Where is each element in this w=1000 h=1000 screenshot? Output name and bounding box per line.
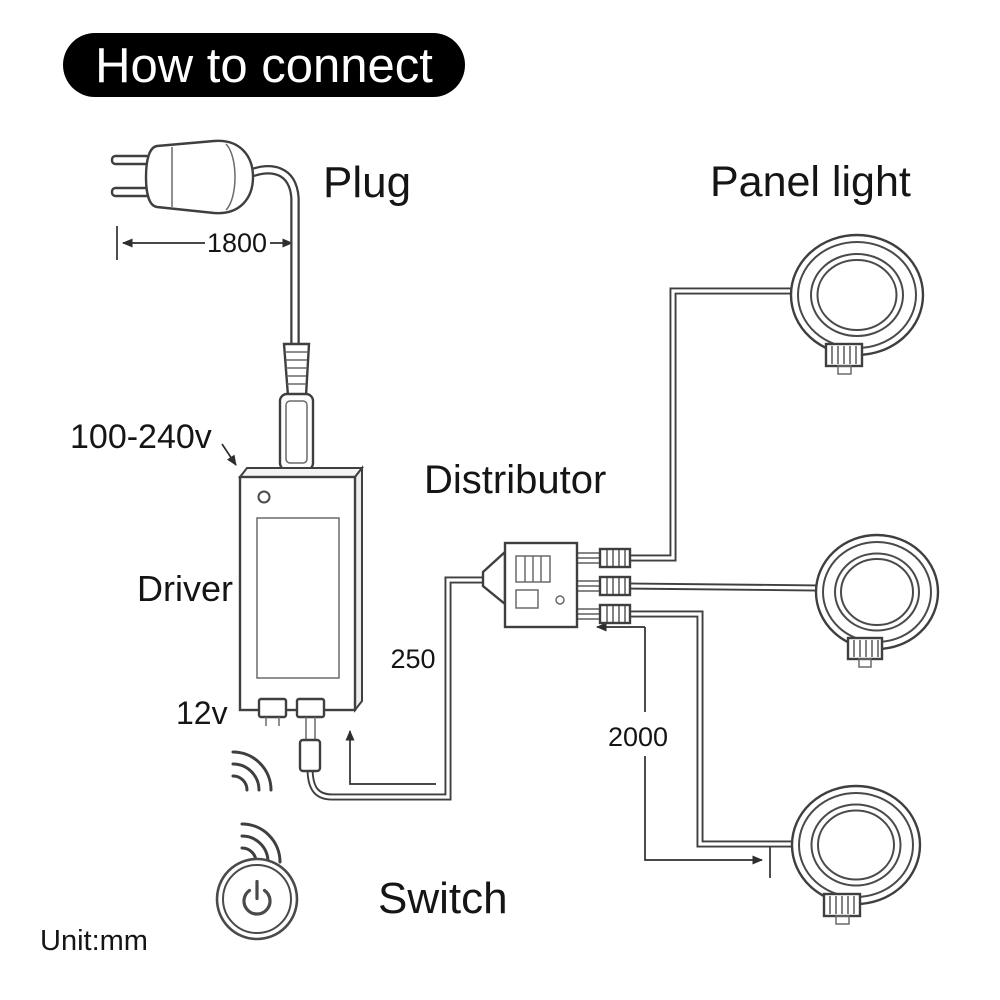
distributor-label: Distributor (424, 458, 606, 502)
dim-2000-line (644, 627, 762, 860)
distributor-output-3 (577, 603, 632, 625)
wire-driver-to-distributor (306, 576, 484, 801)
driver-port-1 (257, 697, 288, 719)
distributor-detail-hatch (524, 556, 542, 582)
driver-box (237, 465, 365, 726)
dimension-2000: 2000 (596, 622, 770, 878)
driver-label-area (256, 517, 340, 679)
driver-top-face (237, 467, 365, 478)
title-banner: How to connect (63, 33, 465, 97)
driver-label: Driver (137, 568, 233, 609)
dim-1800-value: 1800 (207, 228, 267, 258)
switch-inner-ring (222, 864, 292, 934)
plug-body-mold-line (225, 143, 236, 211)
output-voltage-label: 12v (176, 695, 228, 731)
driver-output-connector (298, 717, 322, 773)
dim-250-value: 250 (390, 644, 435, 674)
wire-to-panel-light-1 (628, 287, 793, 562)
dc-connector-inner (285, 400, 308, 464)
dc-connector-body (278, 392, 315, 472)
output-connector-body (298, 738, 322, 773)
distributor-detail-3 (555, 595, 565, 605)
driver-indicator (257, 490, 271, 504)
dim-2000-value: 2000 (608, 722, 668, 752)
dim-250-line (345, 730, 436, 785)
panel-light-2-connector (846, 636, 884, 661)
panel-light-2 (814, 533, 940, 668)
plug-body (144, 139, 255, 215)
dimension-1800: 1800 (116, 226, 293, 260)
wifi-wave-group-2 (240, 822, 282, 864)
driver-port-2 (295, 697, 326, 719)
distributor-output-1 (577, 547, 632, 569)
wifi-wave-group-1 (231, 750, 273, 792)
wire-to-panel-light-3 (628, 610, 794, 848)
input-voltage-label: 100-240v (70, 418, 212, 456)
driver-port-1-pins (265, 717, 280, 726)
panel-light-1 (789, 233, 925, 375)
distributor-detail-2 (515, 589, 539, 609)
power-cord (244, 165, 300, 346)
panel-light-3 (790, 784, 922, 925)
distributor-output-2 (577, 575, 632, 597)
plug-label: Plug (323, 158, 411, 207)
wireless-waves (231, 750, 282, 864)
output-connector-pins (305, 717, 316, 741)
dimension-250: 250 (345, 644, 436, 785)
plug-prong-bottom (110, 186, 152, 198)
switch-label: Switch (378, 874, 508, 923)
distributor-unit (481, 541, 632, 629)
cord-connector (278, 342, 315, 472)
page-title: How to connect (95, 39, 433, 93)
title-pill (63, 33, 465, 97)
power-icon (242, 879, 272, 916)
strain-relief-ribs (285, 351, 308, 385)
wire-to-panel-light-2 (627, 582, 819, 592)
plug-prong-top (110, 154, 152, 166)
plug-illustration (110, 139, 255, 215)
panel-light-label: Panel light (710, 158, 911, 206)
voltage-pointer-arrow (221, 443, 237, 466)
driver-front-face (238, 475, 357, 712)
distributor-inlet-funnel (481, 549, 507, 607)
unit-note: Unit:mm (40, 925, 148, 957)
switch-unit (215, 857, 299, 941)
